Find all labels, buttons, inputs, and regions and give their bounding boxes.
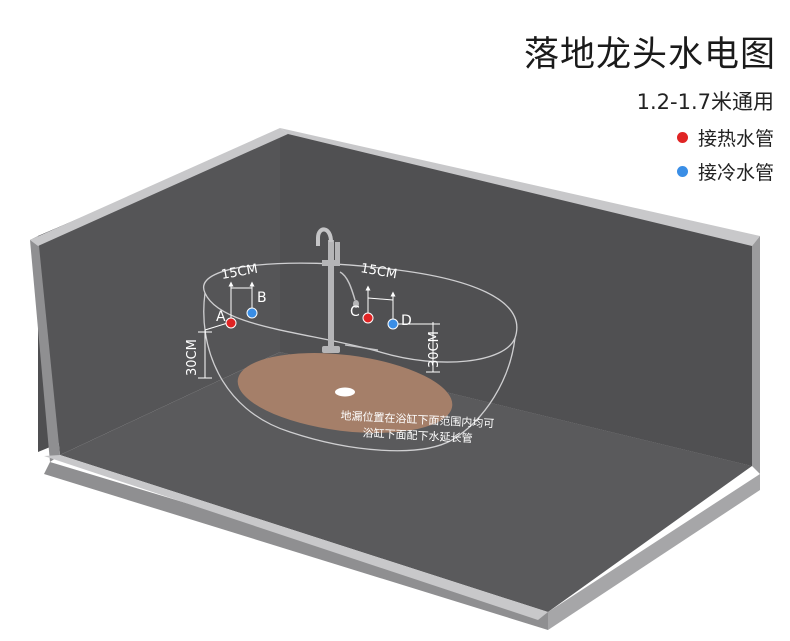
right-wall-edge: [752, 236, 760, 474]
left-height-label: 30CM: [185, 339, 200, 376]
left-wall-top: [30, 128, 288, 246]
cold-dot-icon: [676, 166, 688, 177]
floor-top-edge: [44, 455, 548, 620]
left-wall-edge: [30, 236, 60, 462]
right-spacing-label: 15CM: [359, 261, 398, 282]
room: [30, 128, 760, 630]
hot-dot-icon: [676, 132, 688, 143]
legend-cold: 接冷水管: [676, 158, 774, 185]
legend-hot: 接热水管: [676, 124, 774, 151]
point-a-label: A: [216, 309, 226, 325]
floor-drain-icon: [335, 387, 355, 397]
floor: [60, 352, 752, 612]
hot-point-a: [225, 317, 237, 329]
floor-edge-left: [44, 462, 548, 630]
right-height-label: 30CM: [427, 331, 442, 368]
floor-standing-faucet-icon: [316, 227, 379, 353]
point-c-label: C: [350, 304, 360, 320]
bathtub-rim: [202, 262, 518, 363]
drain-note-line2: 浴缸下面配下水延长管: [362, 425, 473, 445]
bathtub-body: [203, 292, 516, 452]
page-title: 落地龙头水电图: [523, 35, 776, 75]
right-wall-top: [280, 128, 760, 246]
hot-point-c: [362, 312, 374, 324]
legend-cold-label: 接冷水管: [697, 162, 774, 184]
bathtub-outline: [202, 262, 518, 452]
legend-hot-label: 接热水管: [697, 128, 774, 150]
left-spacing-label: 15CM: [220, 262, 259, 283]
floor-edge-right: [548, 474, 760, 630]
cold-point-b: [246, 307, 258, 319]
point-d-label: D: [401, 313, 412, 329]
right-dimensions: [365, 285, 440, 373]
page-subtitle: 1.2-1.7米通用: [636, 90, 774, 114]
point-b-label: B: [257, 290, 267, 306]
cold-point-d: [387, 318, 399, 330]
